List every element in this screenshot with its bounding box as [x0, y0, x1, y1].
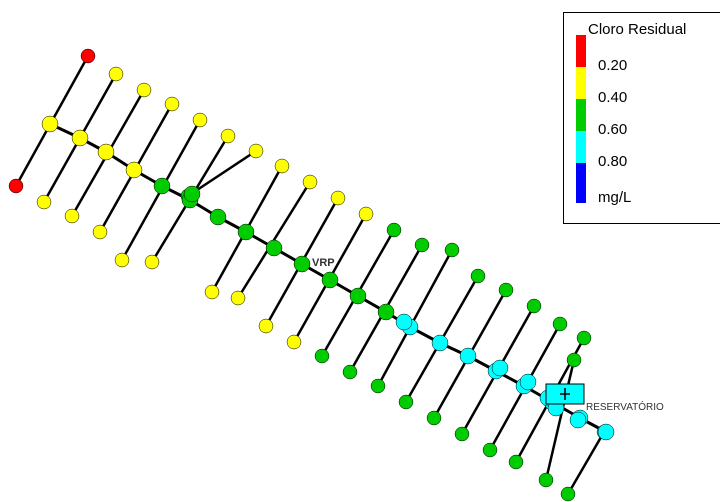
junction-node — [192, 112, 208, 128]
junction-node — [293, 255, 311, 273]
junction-node — [248, 143, 264, 159]
junction-node — [342, 364, 358, 380]
junction-node — [108, 66, 124, 82]
legend-swatch-blue — [576, 163, 586, 203]
pipe — [544, 359, 576, 481]
junction-node — [431, 334, 449, 352]
legend-tick-2: 0.60 — [598, 121, 628, 138]
junction-node — [526, 298, 542, 314]
junction-node — [8, 178, 24, 194]
junction-node — [114, 252, 130, 268]
legend: Cloro Residual 0.20 0.40 0.60 0.80 mg/L — [563, 12, 720, 224]
legend-title: Cloro Residual — [588, 21, 687, 38]
junction-node — [482, 442, 498, 458]
junction-node — [377, 303, 395, 321]
legend-swatch-cyan — [576, 131, 586, 163]
junction-node — [92, 224, 108, 240]
junction-node — [153, 177, 171, 195]
junction-node — [41, 115, 59, 133]
pipe — [187, 149, 257, 198]
junction-node — [258, 318, 274, 334]
junction-node — [454, 426, 470, 442]
pipes — [14, 55, 607, 495]
junction-node — [144, 254, 160, 270]
junction-node — [204, 284, 220, 300]
junction-node — [395, 313, 413, 331]
vrp-label: VRP — [312, 257, 335, 269]
junction-node — [444, 242, 460, 258]
legend-swatch-green — [576, 99, 586, 131]
junction-node — [498, 282, 514, 298]
legend-tick-3: 0.80 — [598, 153, 628, 170]
junction-node — [97, 143, 115, 161]
junction-node — [386, 222, 402, 238]
junction-node — [491, 359, 509, 377]
junction-node — [314, 348, 330, 364]
junction-node — [136, 82, 152, 98]
junction-node — [569, 411, 587, 429]
junction-node — [560, 486, 576, 502]
junction-node — [274, 158, 290, 174]
junction-node — [398, 394, 414, 410]
junction-node — [286, 334, 302, 350]
junction-node — [64, 208, 80, 224]
reservoir-icon — [545, 383, 585, 405]
junction-node — [414, 237, 430, 253]
junction-node — [237, 223, 255, 241]
junction-node — [519, 373, 537, 391]
junction-node — [552, 316, 568, 332]
legend-swatch-yellow — [576, 67, 586, 99]
junction-node — [220, 128, 236, 144]
junction-node — [597, 423, 615, 441]
junction-node — [576, 330, 592, 346]
junction-node — [164, 96, 180, 112]
junction-node — [508, 454, 524, 470]
junction-node — [426, 410, 442, 426]
legend-tick-0: 0.20 — [598, 57, 628, 74]
nodes — [8, 48, 615, 502]
junction-node — [538, 472, 554, 488]
junction-node — [349, 287, 367, 305]
pipe — [566, 431, 606, 495]
junction-node — [358, 206, 374, 222]
legend-swatch-red — [576, 35, 586, 67]
junction-node — [330, 190, 346, 206]
pipe — [376, 249, 454, 387]
junction-node — [265, 239, 283, 257]
junction-node — [71, 129, 89, 147]
junction-node — [459, 347, 477, 365]
junction-node — [321, 271, 339, 289]
junction-node — [302, 174, 318, 190]
junction-node — [125, 161, 143, 179]
junction-node — [370, 378, 386, 394]
junction-node — [36, 194, 52, 210]
junction-node — [566, 352, 582, 368]
junction-node — [230, 290, 246, 306]
junction-node — [470, 268, 486, 284]
legend-unit: mg/L — [598, 189, 632, 206]
junction-node — [80, 48, 96, 64]
junction-node — [209, 208, 227, 226]
junction-node — [183, 185, 201, 203]
reservoir-label: RESERVATÓRIO — [586, 400, 664, 413]
legend-tick-1: 0.40 — [598, 89, 628, 106]
